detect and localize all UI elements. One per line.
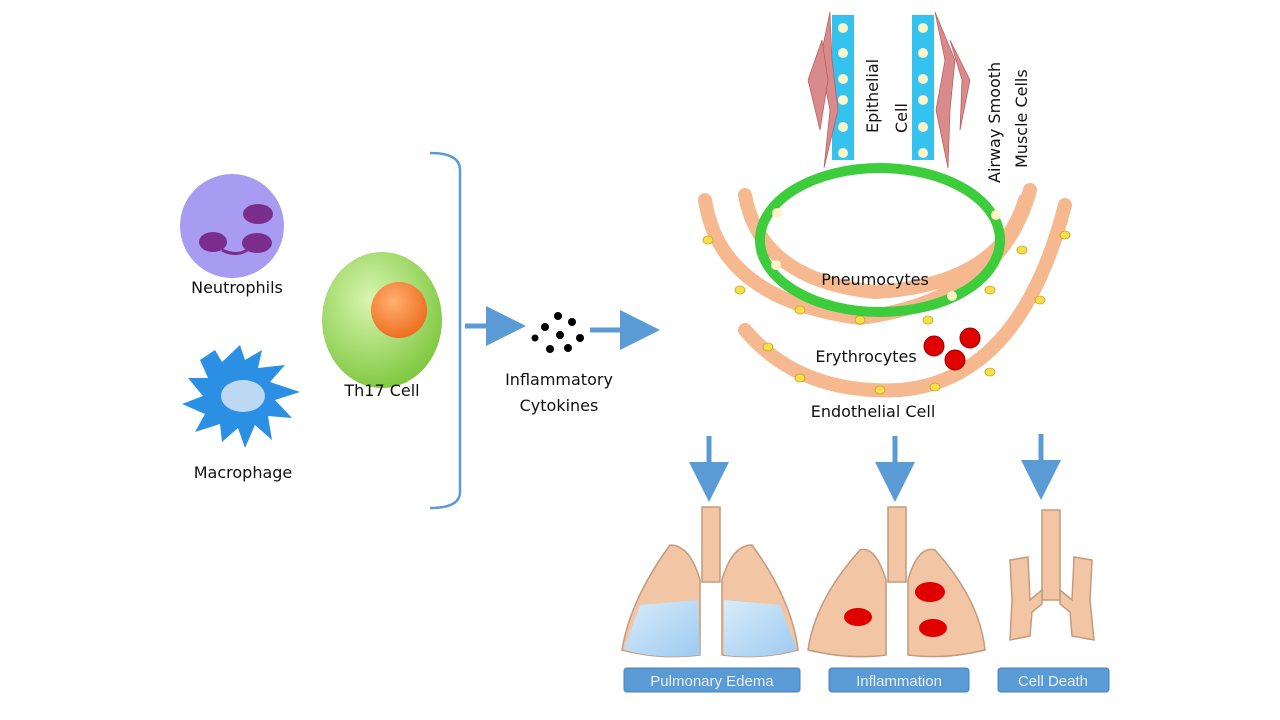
outcome-label: Inflammation xyxy=(856,673,942,690)
macrophage-label: Macrophage xyxy=(194,463,293,482)
smooth-muscle-label-2: Muscle Cells xyxy=(1012,69,1031,168)
outcome-pulmonary-edema: Pulmonary Edema xyxy=(623,667,801,693)
lung-inflammation xyxy=(807,506,986,658)
outcome-cell-death: Cell Death xyxy=(997,667,1110,693)
airway-epithelium xyxy=(832,15,934,160)
cytokines-label-2: Cytokines xyxy=(520,396,599,415)
cytokines-label-1: Inflammatory xyxy=(505,370,613,389)
endothelial-label: Endothelial Cell xyxy=(811,402,936,421)
lung-cell-death xyxy=(1009,509,1095,641)
neutrophil-cell xyxy=(180,174,284,278)
bracket xyxy=(429,151,462,510)
airway-smooth-muscle xyxy=(807,11,971,169)
pneumocyte-ring xyxy=(755,163,1005,317)
neutrophils-label: Neutrophils xyxy=(191,278,283,297)
epithelial-label-1: Epithelial xyxy=(863,59,882,133)
pneumocytes-label: Pneumocytes xyxy=(821,270,929,289)
cytokine-dots xyxy=(531,312,584,353)
endothelial-nuclei xyxy=(702,230,1071,395)
th17-label: Th17 Cell xyxy=(343,381,419,400)
erythrocytes xyxy=(923,327,981,371)
pneumocyte-nuclei xyxy=(771,208,1001,301)
macrophage-cell xyxy=(182,345,300,448)
th17-cell xyxy=(322,252,442,388)
lung-pulmonary-edema xyxy=(621,506,799,658)
outcome-inflammation: Inflammation xyxy=(828,667,970,693)
erythrocytes-label: Erythrocytes xyxy=(815,347,916,366)
epithelial-label-2: Cell xyxy=(892,103,911,133)
smooth-muscle-label-1: Airway Smooth xyxy=(985,62,1004,183)
outcome-label: Pulmonary Edema xyxy=(650,673,774,690)
outcome-label: Cell Death xyxy=(1018,673,1088,690)
